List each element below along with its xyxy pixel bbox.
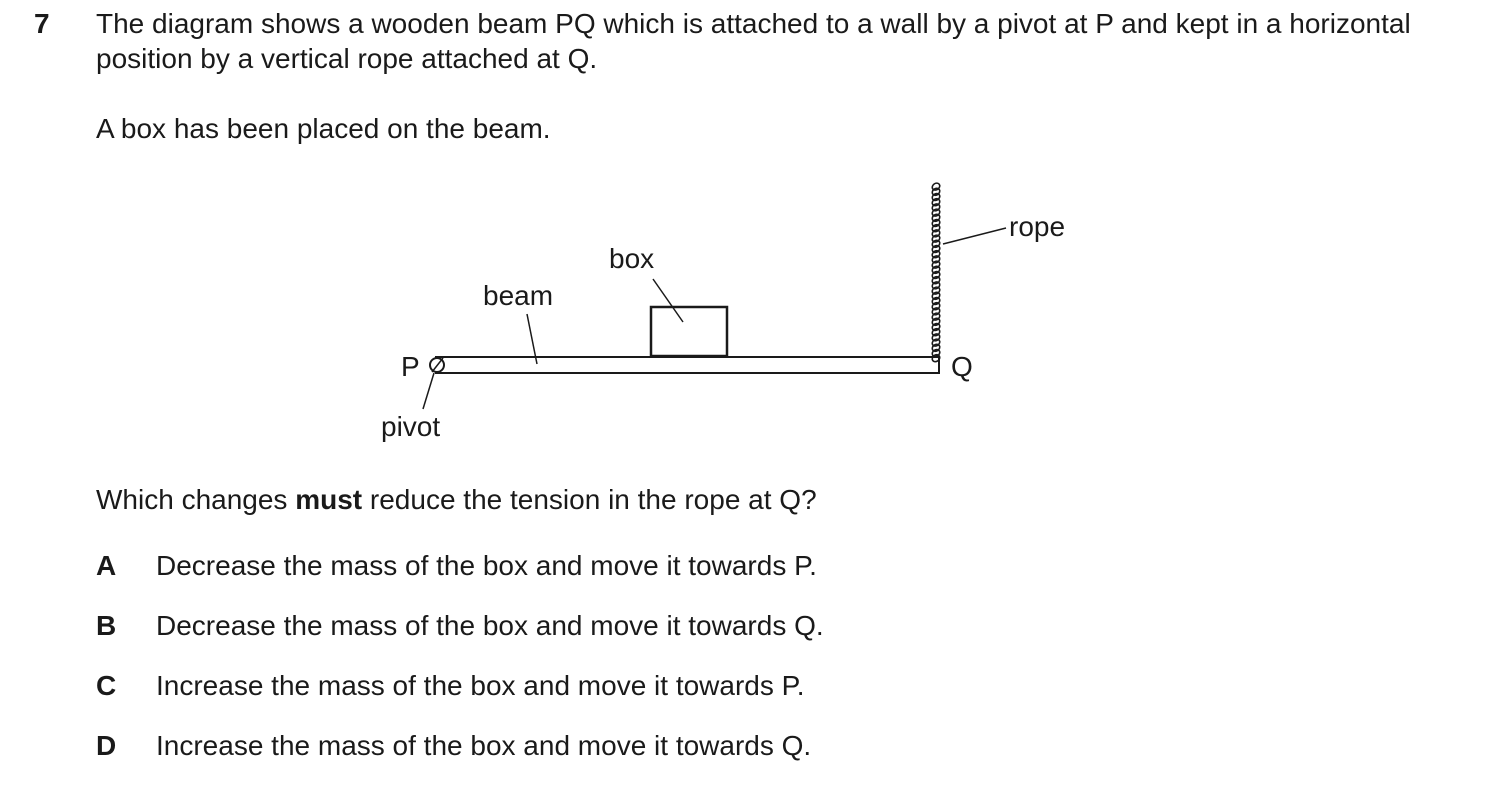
option-letter: B: [96, 610, 117, 641]
rope-twist: [931, 286, 941, 295]
rope-twist: [931, 223, 941, 233]
option-letter: A: [96, 550, 117, 581]
rope-twist: [931, 182, 941, 191]
rope-twist: [931, 244, 941, 254]
option-d[interactable]: D Increase the mass of the box and move …: [96, 728, 824, 788]
prompt-emphasis: must: [295, 484, 363, 515]
pivot-leader-line: [422, 372, 435, 410]
beam: [435, 356, 940, 374]
rope-twist: [931, 317, 941, 327]
rope-twist: [931, 296, 941, 306]
rope-twist: [931, 239, 941, 249]
question-prompt: Which changes must reduce the tension in…: [96, 482, 817, 518]
prompt-end: reduce the tension in the rope at Q?: [362, 484, 817, 515]
option-c[interactable]: C Increase the mass of the box and move …: [96, 668, 824, 728]
pivot-label: pivot: [381, 411, 440, 442]
question-context: A box has been placed on the beam.: [96, 113, 551, 144]
rope-twist: [931, 255, 941, 264]
rope-twist: [931, 348, 941, 358]
box-leader-line: [652, 278, 684, 323]
rope-twist: [931, 307, 941, 316]
option-text: Decrease the mass of the box and move it…: [156, 550, 817, 581]
option-letter: C: [96, 670, 117, 701]
rope-label: rope: [1009, 211, 1065, 242]
prompt-start: Which changes: [96, 484, 296, 515]
rope-twist: [931, 275, 941, 285]
option-b[interactable]: B Decrease the mass of the box and move …: [96, 608, 824, 668]
option-a[interactable]: A Decrease the mass of the box and move …: [96, 548, 824, 608]
beam-label: beam: [483, 280, 553, 311]
rope-twist: [931, 291, 941, 301]
option-text: Increase the mass of the box and move it…: [156, 730, 812, 761]
rope-twist: [931, 343, 941, 353]
rope-twist: [931, 249, 941, 259]
box: [649, 305, 729, 358]
rope-twist: [931, 218, 941, 228]
rope-twist: [931, 353, 941, 363]
question-number: 7: [34, 8, 50, 39]
rope-twist: [931, 338, 941, 347]
q-label: Q: [951, 351, 973, 382]
rope-twist: [931, 213, 941, 223]
rope-twist: [931, 234, 941, 243]
rope-twist: [931, 208, 941, 217]
rope-twist: [931, 203, 941, 212]
rope: [931, 182, 941, 363]
rope-twist: [931, 265, 941, 275]
rope-twist: [931, 327, 941, 337]
rope-twist: [931, 192, 941, 202]
rope-twist: [931, 197, 941, 207]
rope-twist: [931, 187, 941, 197]
pivot-hatch: [431, 357, 444, 373]
option-letter: D: [96, 730, 117, 761]
rope-twist: [931, 333, 941, 342]
option-text: Decrease the mass of the box and move it…: [156, 610, 824, 641]
question-stem: The diagram shows a wooden beam PQ which…: [96, 8, 1411, 74]
box-label: box: [609, 243, 654, 274]
option-text: Increase the mass of the box and move it…: [156, 670, 805, 701]
answer-options: A Decrease the mass of the box and move …: [96, 548, 824, 788]
rope-twist: [931, 281, 941, 290]
rope-twist: [931, 322, 941, 332]
p-label: P: [401, 351, 420, 382]
beam-leader-line: [526, 313, 538, 365]
rope-twist: [931, 312, 941, 321]
rope-twist: [931, 260, 941, 269]
rope-twist: [931, 270, 941, 280]
rope-leader-line: [942, 227, 1007, 245]
rope-twist: [931, 301, 941, 311]
rope-twist: [931, 229, 941, 238]
